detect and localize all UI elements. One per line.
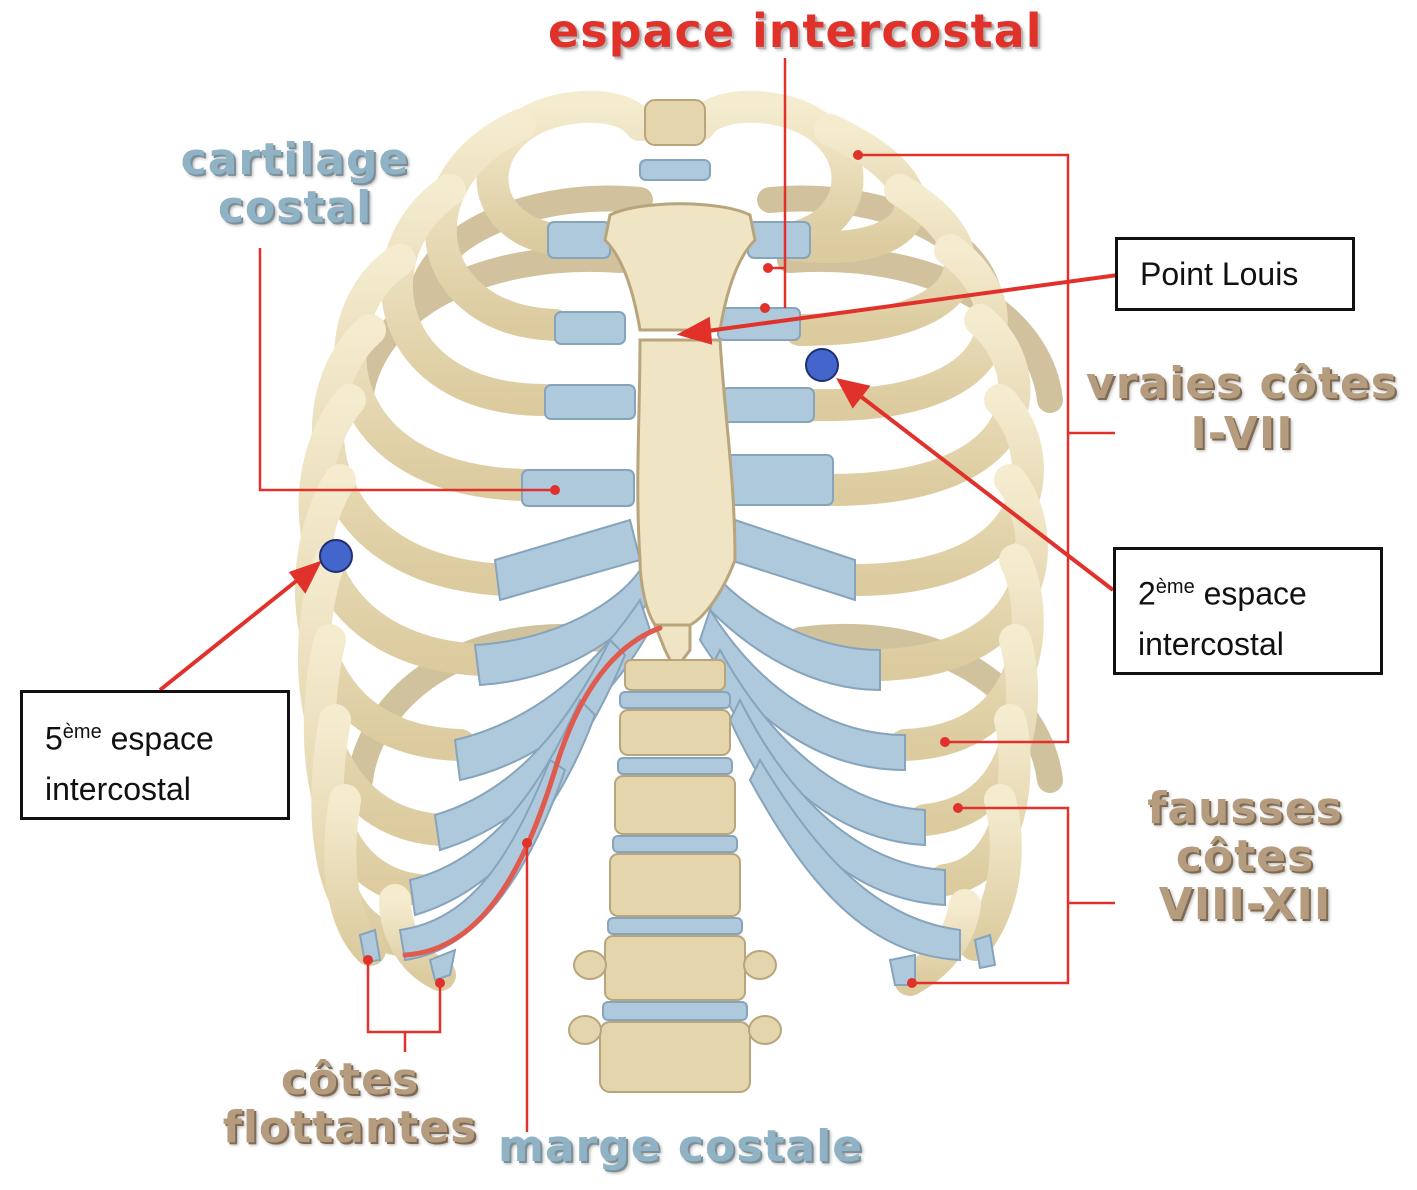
leader-lines [258, 58, 1115, 1132]
box-2nd-word1: espace [1203, 575, 1307, 612]
label-fausses-line2: côtes [1175, 831, 1315, 882]
box-point-louis: Point Louis [1115, 237, 1355, 311]
rib-3-right [784, 174, 976, 346]
bracket-vraies-cotes [858, 153, 1070, 744]
box-5th-sup: ème [62, 721, 102, 743]
arrows [158, 273, 1119, 692]
label-cartilage-line2: costal [217, 182, 373, 233]
sternum-body [636, 338, 737, 627]
arrow-point-louis [699, 273, 1119, 334]
label-fausses-line1: fausses [1147, 783, 1343, 834]
label-espace-intercostal: espace intercostal [548, 4, 1043, 58]
label-fausses-line3: VIII-XII [1158, 879, 1332, 930]
leader-dots [363, 150, 963, 988]
label-flottantes-line1: côtes [280, 1054, 420, 1105]
label-fausses-cotes: fausses côtes VIII-XII [1115, 787, 1375, 927]
rib-3-left [380, 174, 561, 416]
box-2nd-line1: 2ème espace [1138, 562, 1358, 619]
label-vraies-cotes: vraies côtes I-VII [1082, 362, 1402, 456]
box-5th-word1: espace [110, 720, 214, 757]
marker-5th-intercostal-space [319, 539, 353, 573]
label-marge-costale: marge costale [498, 1121, 864, 1172]
sternum [603, 202, 757, 673]
marker-2nd-intercostal-space [805, 348, 839, 382]
box-5th-line2: intercostal [45, 770, 191, 807]
box-2nd-num: 2 [1138, 575, 1156, 612]
rib-11-right [959, 784, 1022, 961]
box-5th-intercostal: 5ème espace intercostal [20, 690, 290, 820]
ribs [295, 90, 1048, 996]
box-2nd-line2: intercostal [1138, 625, 1284, 662]
costal-cartilages [358, 221, 997, 986]
manubrium [603, 202, 757, 332]
label-vraies-line1: vraies côtes [1086, 358, 1398, 409]
label-cartilage-line1: cartilage [180, 134, 410, 185]
bracket-fausses-cotes [912, 806, 1070, 985]
label-flottantes-line2: flottantes [222, 1102, 478, 1153]
box-5th-line1: 5ème espace [45, 707, 265, 764]
arrow-2nd-space [853, 390, 1115, 592]
box-point-louis-text: Point Louis [1140, 256, 1299, 292]
label-vraies-line2: I-VII [1190, 408, 1294, 459]
vertebral-column [568, 99, 782, 1093]
box-5th-num: 5 [45, 720, 63, 757]
label-cotes-flottantes: côtes flottantes [215, 1058, 485, 1150]
rib-2-left [424, 109, 571, 341]
leader-cartilage-costal [258, 248, 555, 492]
box-2nd-sup: ème [1155, 576, 1195, 598]
rib-1-right [684, 90, 864, 256]
box-2nd-intercostal: 2ème espace intercostal [1113, 547, 1383, 675]
label-cartilage-costal: cartilage costal [170, 138, 420, 230]
arrow-5th-space [158, 572, 307, 692]
costal-margin-line [402, 625, 663, 958]
